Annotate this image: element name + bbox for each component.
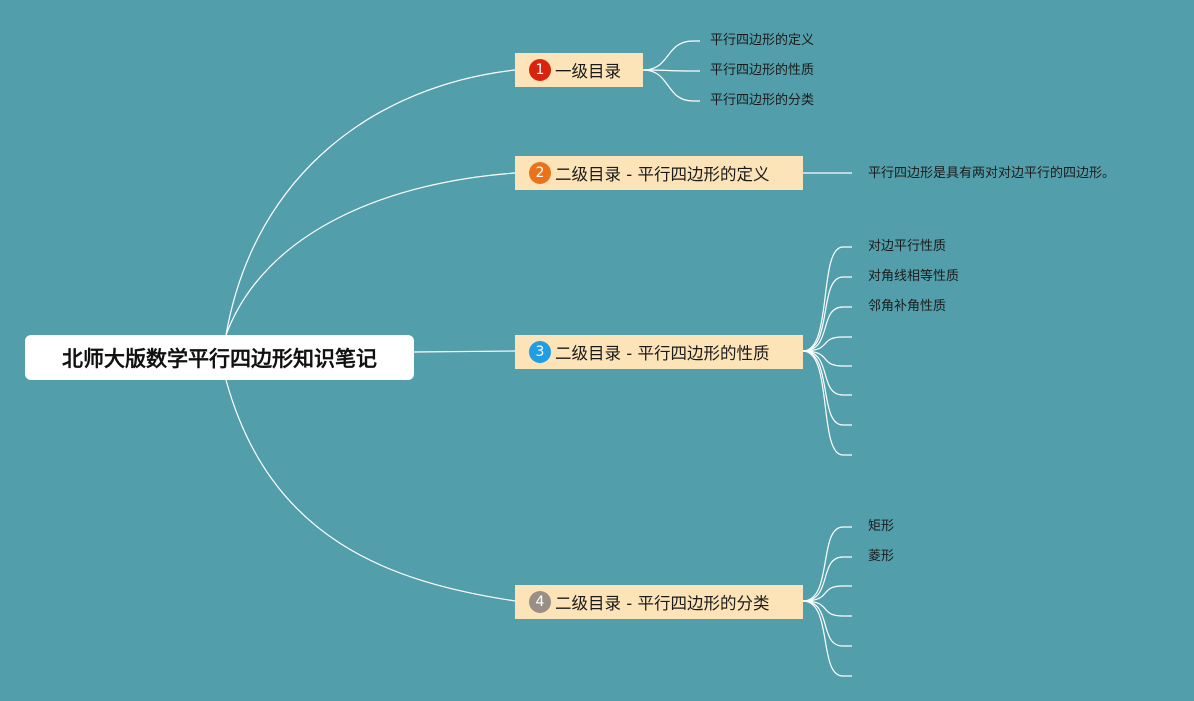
- connector-leaf: [642, 69, 700, 102]
- subtopic-definition[interactable]: 平行四边形的定义: [710, 33, 815, 48]
- subtopic-diagonals[interactable]: 对角线相等性质: [868, 269, 960, 284]
- subtopic-rhombus[interactable]: 菱形: [868, 549, 895, 564]
- connector-leaf: [802, 246, 852, 352]
- connector-leaf: [802, 600, 852, 617]
- connector-leaf: [802, 336, 852, 352]
- connector-leaf: [642, 40, 700, 71]
- root-topic-title: 北师大版数学平行四边形知识笔记: [62, 346, 377, 371]
- branch-topic-classification[interactable]: 4 二级目录 - 平行四边形的分类: [515, 585, 803, 619]
- connector-leaf: [802, 350, 852, 426]
- connector-leaf: [802, 350, 852, 367]
- priority-1-icon: 1: [529, 59, 551, 81]
- subtopic-adjacent-angles[interactable]: 邻角补角性质: [868, 299, 947, 314]
- subtopic-classification[interactable]: 平行四边形的分类: [710, 93, 815, 108]
- branch-topic-toc[interactable]: 1 一级目录: [515, 53, 643, 87]
- connector-leaf: [802, 585, 852, 602]
- connector-root-branch-1: [225, 69, 516, 336]
- connector-root-branch-3: [413, 350, 516, 353]
- branch-topic-definition[interactable]: 2 二级目录 - 平行四边形的定义: [515, 156, 803, 190]
- priority-2-icon: 2: [529, 162, 551, 184]
- connector-leaf: [802, 556, 852, 602]
- connector-leaf: [802, 600, 852, 677]
- branch-label: 二级目录 - 平行四边形的定义: [555, 165, 770, 184]
- subtopic-rectangle[interactable]: 矩形: [868, 519, 895, 534]
- branch-label: 二级目录 - 平行四边形的分类: [555, 594, 770, 613]
- connector-leaf: [642, 69, 700, 72]
- connector-root-branch-4: [225, 379, 516, 602]
- subtopic-definition-text[interactable]: 平行四边形是具有两对对边平行的四边形。: [868, 166, 1116, 181]
- subtopic-properties[interactable]: 平行四边形的性质: [710, 63, 815, 78]
- subtopic-opposite-sides[interactable]: 对边平行性质: [868, 239, 947, 254]
- branch-topic-properties[interactable]: 3 二级目录 - 平行四边形的性质: [515, 335, 803, 369]
- connector-leaf: [802, 276, 852, 352]
- connector-leaf: [802, 350, 852, 396]
- priority-4-icon: 4: [529, 591, 551, 613]
- connector-leaf: [802, 600, 852, 647]
- priority-3-icon: 3: [529, 341, 551, 363]
- connector-leaf: [802, 526, 852, 602]
- connector-leaf: [802, 306, 852, 352]
- connector-leaf: [802, 350, 852, 456]
- branch-label: 一级目录: [555, 62, 621, 81]
- branch-label: 二级目录 - 平行四边形的性质: [555, 344, 770, 363]
- root-topic[interactable]: 北师大版数学平行四边形知识笔记: [25, 335, 414, 380]
- connector-root-branch-2: [225, 172, 516, 336]
